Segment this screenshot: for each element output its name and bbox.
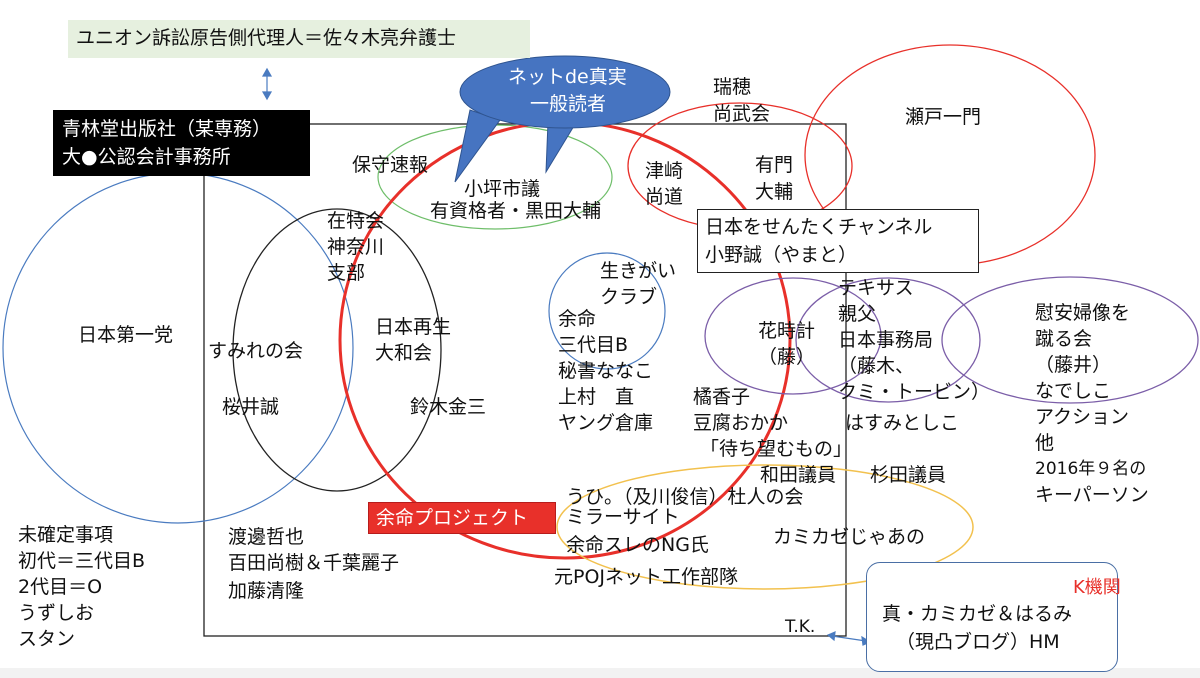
ellipse-hanatokei (704, 277, 882, 395)
tsuzaki-line1: 津崎 (645, 160, 684, 182)
yomei-list-4: ヤング倉庫 (558, 412, 654, 434)
texas-line5: クミ・トービン） (838, 381, 991, 403)
texas-line1: テキサス (838, 277, 914, 299)
ellipse-uhi (556, 464, 974, 590)
hasumi-label: はすみとしこ (845, 412, 960, 434)
k-agency-line1: 真・カミカゼ＆はるみ (882, 603, 1073, 625)
nihon-daiichi-label: 日本第一党 (78, 324, 174, 346)
undetermined-3: うずしお (18, 602, 95, 624)
ianfu-line4: なでしこ (1035, 380, 1112, 402)
ianfu-line7: 2016年９名の (1035, 459, 1147, 479)
channel-line2: 小野誠（やまと） (705, 244, 858, 266)
undetermined-1: 初代＝三代目B (18, 550, 146, 572)
watanabe-0: 渡邊哲也 (228, 526, 305, 548)
koizumi-line1: 小坪市議 (464, 178, 541, 200)
yomei-list-2: 秘書ななこ (558, 360, 654, 382)
yomei-list-3: 上村 直 (558, 386, 635, 408)
double-arrow-icon (261, 67, 273, 101)
ianfu-line6: 他 (1035, 432, 1055, 454)
top-label-text: ユニオン訴訟原告側代理人＝佐々木亮弁護士 (76, 27, 457, 49)
tofu-label: 豆腐おかか (693, 412, 789, 434)
sakurai-label: 桜井誠 (222, 396, 280, 418)
koizumi-line2: 有資格者・黒田大輔 (430, 200, 602, 222)
tsuzaki-line2: 尚道 (645, 186, 684, 208)
hanatokei-line1: 花時計 (758, 320, 816, 342)
ellipse-texas (795, 277, 981, 403)
texas-line4: （藤木、 (838, 355, 915, 377)
channel-line1: 日本をせんたくチャンネル (705, 216, 933, 238)
hoshu-label: 保守速報 (352, 154, 429, 176)
saisei-line2: 大和会 (375, 342, 433, 364)
sumire-label: すみれの会 (208, 340, 304, 362)
zaitoku-line3: 支部 (327, 262, 366, 284)
zaitoku-line1: 在特会 (327, 210, 385, 232)
ianfu-line8: キーパーソン (1035, 484, 1149, 506)
ikigai-line1: 生きがい (600, 260, 677, 282)
mizuho-line2: 尚武会 (713, 103, 771, 125)
black-box (53, 110, 310, 176)
kamikaze-jaano-label: カミカゼじゃあの (773, 526, 926, 548)
k-agency-box (866, 562, 1118, 672)
ianfu-line5: アクション (1035, 406, 1130, 428)
project-label: 余命プロジェクト (376, 507, 529, 529)
wada-label: 和田議員 (760, 464, 837, 486)
watanabe-2: 加藤清隆 (228, 580, 305, 602)
yomei-sure-label: 余命スレのNG氏 (566, 534, 709, 556)
zaitoku-line2: 神奈川 (327, 236, 385, 258)
ianfu-line3: （藤井） (1035, 354, 1112, 376)
tk-label: T.K. (785, 617, 816, 637)
bubble-line2: 一般読者 (530, 93, 607, 115)
project-box (368, 502, 556, 534)
undetermined-0: 未確定事項 (18, 524, 114, 546)
mirror-label: ミラーサイト (566, 506, 680, 528)
suzuki-label: 鈴木金三 (410, 396, 487, 418)
mizuho-line1: 瑞穂 (713, 76, 752, 98)
bubble-line1: ネットde真実 (508, 66, 627, 88)
top-label (68, 20, 530, 58)
speech-bubble (454, 55, 671, 183)
machinozomu-label: 「待ち望むもの」 (700, 438, 853, 460)
ellipse-ianfu (941, 276, 1199, 404)
ianfu-line1: 慰安婦像を (1035, 302, 1131, 324)
moto-poj-label: 元POJネット工作部隊 (554, 566, 739, 588)
texas-line3: 日本事務局 (838, 329, 934, 351)
circle-ikigai (548, 252, 666, 370)
arikado-line2: 大輔 (755, 181, 794, 203)
texas-line2: 親父 (838, 303, 877, 325)
channel-box (697, 209, 979, 273)
saisei-line1: 日本再生 (375, 316, 452, 338)
ikigai-line2: クラブ (600, 286, 658, 308)
kikoko-label: 橘香子 (693, 386, 751, 408)
sugita-label: 杉田議員 (870, 464, 947, 486)
undetermined-4: スタン (18, 628, 76, 650)
black-box-line1: 青林堂出版社（某専務） (62, 118, 272, 140)
hanatokei-line2: （藤） (758, 346, 816, 368)
seto-label: 瀬戸一門 (905, 106, 982, 128)
watanabe-1: 百田尚樹＆千葉麗子 (228, 552, 400, 574)
yomei-list-0: 余命 (558, 308, 597, 330)
arikado-line1: 有門 (755, 154, 794, 176)
uhi-label: うひ。（及川俊信）杜人の会 (566, 486, 804, 508)
k-agency-line2: （現凸ブログ）HM (896, 631, 1060, 653)
yomei-list-1: 三代目B (558, 334, 629, 356)
black-box-line2: 大●公認会計事務所 (62, 146, 231, 168)
ianfu-line2: 蹴る会 (1035, 328, 1093, 350)
k-agency-title: K機関 (1073, 577, 1121, 598)
circle-sumire (232, 208, 442, 492)
undetermined-2: 2代目＝O (18, 576, 103, 598)
